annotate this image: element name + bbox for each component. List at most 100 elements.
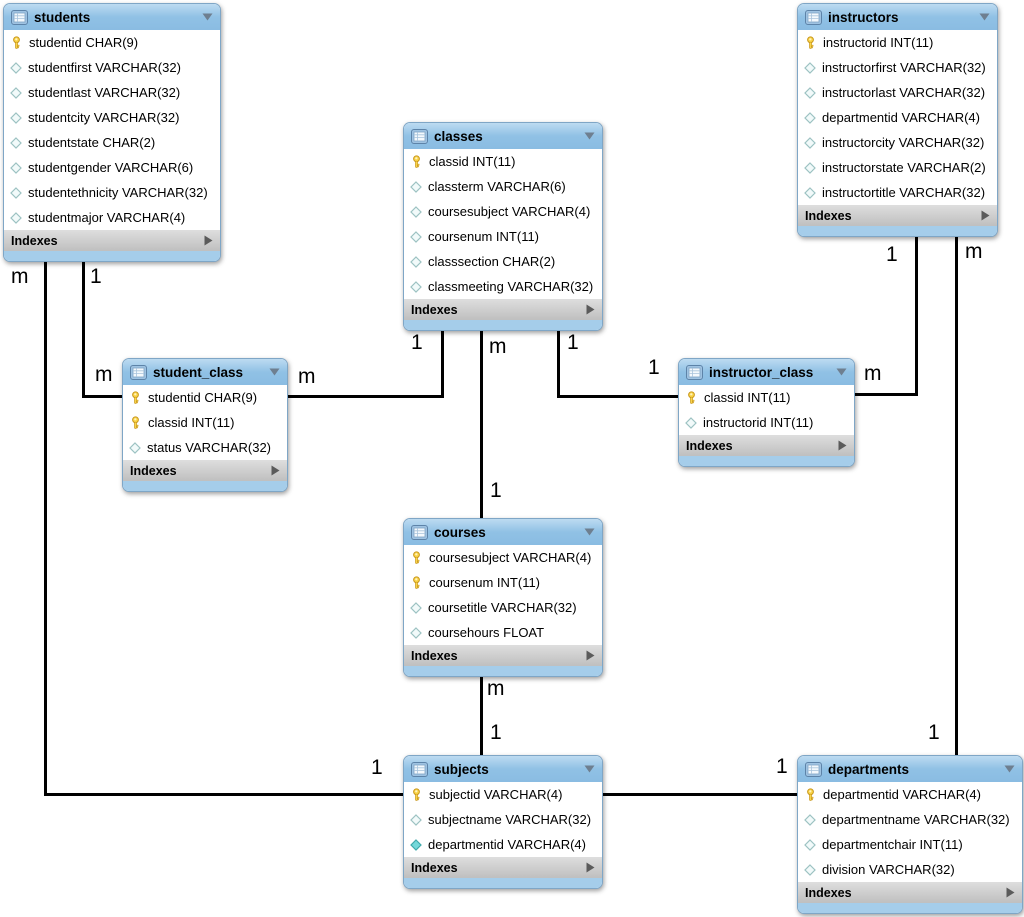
expand-indexes-icon[interactable] bbox=[586, 304, 595, 315]
relationship-line-students-student_class[interactable] bbox=[81, 259, 85, 398]
field-row-departmentid[interactable]: departmentid VARCHAR(4) bbox=[798, 782, 1022, 807]
cardinality-label: m bbox=[864, 362, 882, 385]
table-header-instructor_class[interactable]: instructor_class bbox=[679, 359, 854, 385]
chevron-down-icon[interactable] bbox=[584, 528, 595, 536]
indexes-bar[interactable]: Indexes bbox=[798, 882, 1022, 903]
expand-indexes-icon[interactable] bbox=[838, 440, 847, 451]
field-label: studentgender VARCHAR(6) bbox=[28, 160, 194, 175]
field-row-studentstate[interactable]: studentstate CHAR(2) bbox=[4, 130, 220, 155]
field-row-classid[interactable]: classid INT(11) bbox=[404, 149, 602, 174]
table-header-student_class[interactable]: student_class bbox=[123, 359, 287, 385]
field-row-instructorid[interactable]: instructorid INT(11) bbox=[679, 410, 854, 435]
field-row-classid[interactable]: classid INT(11) bbox=[123, 410, 287, 435]
indexes-bar[interactable]: Indexes bbox=[4, 230, 220, 251]
relationship-line-subjects-departments[interactable] bbox=[601, 792, 799, 796]
field-row-studentid[interactable]: studentid CHAR(9) bbox=[4, 30, 220, 55]
column-diamond-icon bbox=[804, 111, 816, 124]
table-header-students[interactable]: students bbox=[4, 4, 220, 30]
field-label: instructorlast VARCHAR(32) bbox=[822, 85, 986, 100]
expand-indexes-icon[interactable] bbox=[271, 465, 280, 476]
field-row-instructortitle[interactable]: instructortitle VARCHAR(32) bbox=[798, 180, 997, 205]
field-row-studentlast[interactable]: studentlast VARCHAR(32) bbox=[4, 80, 220, 105]
field-row-coursesubject[interactable]: coursesubject VARCHAR(4) bbox=[404, 545, 602, 570]
table-header-subjects[interactable]: subjects bbox=[404, 756, 602, 782]
field-row-departmentchair[interactable]: departmentchair INT(11) bbox=[798, 832, 1022, 857]
field-label: studentid CHAR(9) bbox=[148, 390, 258, 405]
table-courses: courses coursesubject VARCHAR(4) coursenum… bbox=[403, 518, 603, 677]
field-row-coursehours[interactable]: coursehours FLOAT bbox=[404, 620, 602, 645]
chevron-down-icon[interactable] bbox=[1004, 765, 1015, 773]
field-row-instructorid[interactable]: instructorid INT(11) bbox=[798, 30, 997, 55]
relationship-line-instructor_class-instructors[interactable] bbox=[853, 392, 918, 396]
table-icon bbox=[411, 524, 428, 540]
indexes-bar[interactable]: Indexes bbox=[404, 857, 602, 878]
field-label: coursesubject VARCHAR(4) bbox=[429, 550, 592, 565]
field-row-studentid[interactable]: studentid CHAR(9) bbox=[123, 385, 287, 410]
indexes-bar[interactable]: Indexes bbox=[404, 645, 602, 666]
field-label: departmentid VARCHAR(4) bbox=[428, 837, 586, 852]
relationship-line-student_class-classes[interactable] bbox=[440, 327, 444, 398]
field-row-subjectname[interactable]: subjectname VARCHAR(32) bbox=[404, 807, 602, 832]
chevron-down-icon[interactable] bbox=[979, 13, 990, 21]
table-header-instructors[interactable]: instructors bbox=[798, 4, 997, 30]
relationship-line-students-student_class[interactable] bbox=[81, 394, 124, 398]
relationship-line-instructors-departments[interactable] bbox=[954, 234, 958, 758]
field-row-status[interactable]: status VARCHAR(32) bbox=[123, 435, 287, 460]
chevron-down-icon[interactable] bbox=[269, 368, 280, 376]
relationship-line-classes-instructor_class[interactable] bbox=[556, 327, 560, 398]
field-row-classterm[interactable]: classterm VARCHAR(6) bbox=[404, 174, 602, 199]
relationship-line-students-subjects[interactable] bbox=[43, 792, 405, 796]
field-row-classsection[interactable]: classsection CHAR(2) bbox=[404, 249, 602, 274]
field-row-coursenum[interactable]: coursenum INT(11) bbox=[404, 570, 602, 595]
field-row-instructorcity[interactable]: instructorcity VARCHAR(32) bbox=[798, 130, 997, 155]
field-row-studentgender[interactable]: studentgender VARCHAR(6) bbox=[4, 155, 220, 180]
chevron-down-icon[interactable] bbox=[836, 368, 847, 376]
field-row-studentmajor[interactable]: studentmajor VARCHAR(4) bbox=[4, 205, 220, 230]
relationship-line-courses-subjects[interactable] bbox=[479, 674, 483, 758]
table-title: instructor_class bbox=[709, 364, 814, 380]
column-diamond-icon bbox=[410, 180, 422, 193]
field-row-departmentid[interactable]: departmentid VARCHAR(4) bbox=[404, 832, 602, 857]
field-row-instructorstate[interactable]: instructorstate VARCHAR(2) bbox=[798, 155, 997, 180]
field-row-coursesubject[interactable]: coursesubject VARCHAR(4) bbox=[404, 199, 602, 224]
field-label: studentlast VARCHAR(32) bbox=[28, 85, 181, 100]
field-row-departmentid[interactable]: departmentid VARCHAR(4) bbox=[798, 105, 997, 130]
indexes-bar[interactable]: Indexes bbox=[798, 205, 997, 226]
table-body: classid INT(11)instructorid INT(11) bbox=[679, 385, 854, 435]
relationship-line-students-subjects[interactable] bbox=[43, 259, 47, 796]
table-header-courses[interactable]: courses bbox=[404, 519, 602, 545]
field-row-instructorlast[interactable]: instructorlast VARCHAR(32) bbox=[798, 80, 997, 105]
relationship-line-classes-courses[interactable] bbox=[479, 327, 483, 521]
relationship-line-student_class-classes[interactable] bbox=[286, 394, 444, 398]
primary-key-icon bbox=[685, 391, 698, 404]
chevron-down-icon[interactable] bbox=[202, 13, 213, 21]
field-row-classid[interactable]: classid INT(11) bbox=[679, 385, 854, 410]
column-diamond-icon bbox=[10, 136, 22, 149]
expand-indexes-icon[interactable] bbox=[586, 862, 595, 873]
field-row-departmentname[interactable]: departmentname VARCHAR(32) bbox=[798, 807, 1022, 832]
expand-indexes-icon[interactable] bbox=[586, 650, 595, 661]
relationship-line-classes-instructor_class[interactable] bbox=[556, 394, 680, 398]
field-row-coursetitle[interactable]: coursetitle VARCHAR(32) bbox=[404, 595, 602, 620]
expand-indexes-icon[interactable] bbox=[981, 210, 990, 221]
indexes-bar[interactable]: Indexes bbox=[123, 460, 287, 481]
field-row-studentfirst[interactable]: studentfirst VARCHAR(32) bbox=[4, 55, 220, 80]
table-header-departments[interactable]: departments bbox=[798, 756, 1022, 782]
chevron-down-icon[interactable] bbox=[584, 132, 595, 140]
indexes-bar[interactable]: Indexes bbox=[404, 299, 602, 320]
expand-indexes-icon[interactable] bbox=[1006, 887, 1015, 898]
indexes-bar[interactable]: Indexes bbox=[679, 435, 854, 456]
field-row-studentcity[interactable]: studentcity VARCHAR(32) bbox=[4, 105, 220, 130]
column-diamond-icon bbox=[10, 86, 22, 99]
chevron-down-icon[interactable] bbox=[584, 765, 595, 773]
table-header-classes[interactable]: classes bbox=[404, 123, 602, 149]
relationship-line-instructor_class-instructors[interactable] bbox=[914, 234, 918, 396]
field-row-instructorfirst[interactable]: instructorfirst VARCHAR(32) bbox=[798, 55, 997, 80]
field-row-coursenum[interactable]: coursenum INT(11) bbox=[404, 224, 602, 249]
expand-indexes-icon[interactable] bbox=[204, 235, 213, 246]
field-row-subjectid[interactable]: subjectid VARCHAR(4) bbox=[404, 782, 602, 807]
field-row-classmeeting[interactable]: classmeeting VARCHAR(32) bbox=[404, 274, 602, 299]
table-title: student_class bbox=[153, 364, 244, 380]
field-row-division[interactable]: division VARCHAR(32) bbox=[798, 857, 1022, 882]
field-row-studentethnicity[interactable]: studentethnicity VARCHAR(32) bbox=[4, 180, 220, 205]
